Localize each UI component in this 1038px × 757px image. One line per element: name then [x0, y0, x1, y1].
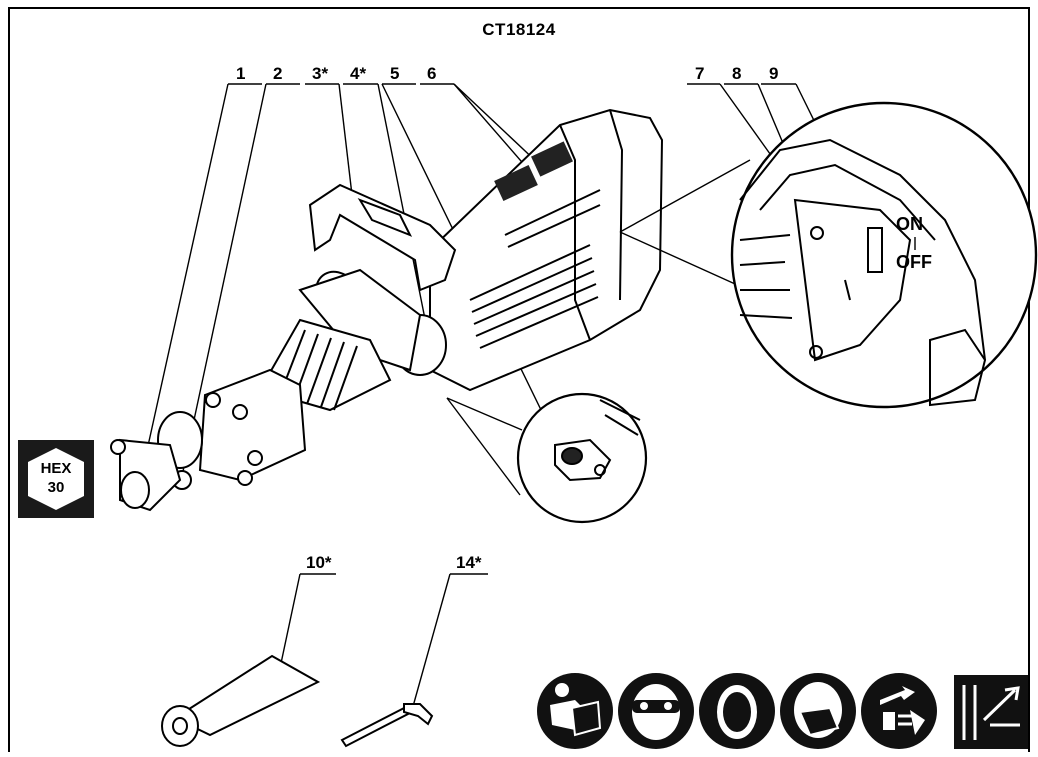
hex-30-badge: HEX 30	[18, 440, 94, 518]
plug-detail	[446, 392, 648, 524]
leader-6a	[453, 83, 541, 166]
callout-7: 7	[695, 64, 705, 83]
read-manual-icon	[537, 673, 613, 749]
hex-label: HEX	[40, 460, 72, 477]
dust-mask-icon	[780, 673, 856, 749]
callout-9: 9	[769, 64, 779, 83]
leader-2	[181, 83, 267, 477]
grease-tube	[161, 654, 321, 747]
model-title: CT18124	[482, 20, 556, 39]
switch-detail	[619, 101, 1038, 409]
ear-protection-icon	[699, 673, 775, 749]
callout-8: 8	[732, 64, 742, 83]
callout-3: 3*	[312, 64, 329, 83]
callout-6: 6	[427, 64, 437, 83]
leader-10	[279, 573, 301, 669]
leader-3	[338, 83, 353, 196]
callout-4: 4*	[350, 64, 367, 83]
demolition-hammer	[110, 108, 664, 512]
callout-1: 1	[236, 64, 246, 83]
hexagon-icon	[28, 448, 84, 510]
hex-key	[340, 703, 434, 748]
callout-14: 14*	[456, 553, 482, 572]
callout-5: 5	[390, 64, 400, 83]
unplug-before-service-icon	[861, 673, 937, 749]
hidden-wires-warning-icon	[954, 675, 1028, 749]
callout-2: 2	[273, 64, 283, 83]
leader-14	[411, 573, 451, 711]
leader-1	[139, 83, 229, 483]
figure-frame	[8, 7, 1030, 752]
safety-icons	[537, 673, 1028, 749]
switch-on-label: ON	[896, 214, 923, 234]
callout-10: 10*	[306, 553, 332, 572]
hex-size: 30	[47, 479, 65, 496]
safety-goggles-icon	[618, 673, 694, 749]
switch-off-label: OFF	[896, 252, 932, 272]
